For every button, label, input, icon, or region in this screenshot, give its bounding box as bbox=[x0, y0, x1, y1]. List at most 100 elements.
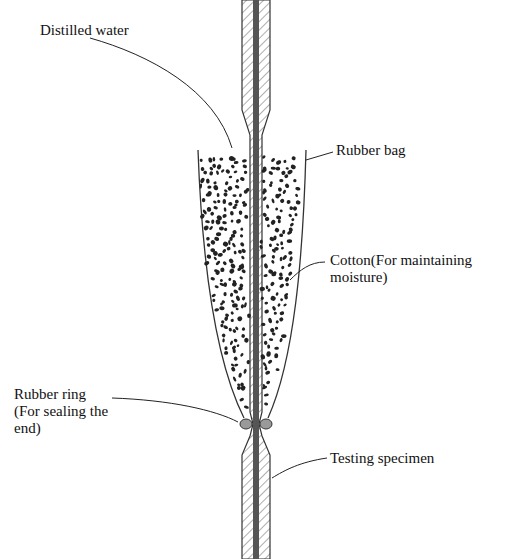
leader-line bbox=[112, 398, 238, 422]
cotton-fiber bbox=[222, 338, 225, 343]
cotton-fiber bbox=[241, 334, 246, 339]
cotton-fiber bbox=[199, 183, 202, 188]
cotton-fiber bbox=[279, 198, 285, 204]
cotton-fiber bbox=[280, 298, 284, 302]
cotton-fiber bbox=[233, 338, 238, 343]
cotton-fiber bbox=[285, 282, 290, 287]
cotton-fiber bbox=[205, 220, 210, 224]
cotton-fiber bbox=[260, 254, 266, 258]
part-label: Distilled water bbox=[40, 22, 170, 39]
cotton-fiber bbox=[219, 306, 225, 310]
cotton-fiber bbox=[281, 265, 285, 270]
cotton-fiber bbox=[292, 206, 298, 212]
cotton-fiber bbox=[202, 198, 206, 202]
cotton-fiber bbox=[239, 397, 244, 402]
cotton-fiber bbox=[241, 248, 247, 254]
cotton-fiber bbox=[244, 215, 249, 219]
cotton-fiber bbox=[206, 178, 210, 184]
cotton-fiber bbox=[260, 296, 265, 301]
cotton-fiber bbox=[240, 227, 244, 231]
cotton-fiber bbox=[237, 267, 242, 271]
cotton-fiber bbox=[247, 313, 251, 318]
cotton-fiber bbox=[236, 344, 240, 348]
cotton-fiber bbox=[227, 185, 234, 191]
cotton-fiber bbox=[283, 160, 286, 164]
cotton-fiber bbox=[239, 242, 245, 248]
cotton-fiber bbox=[217, 193, 220, 197]
cotton-fiber bbox=[228, 277, 232, 281]
cotton-fiber bbox=[239, 193, 243, 197]
cotton-fiber bbox=[265, 204, 269, 209]
cotton-fiber bbox=[222, 213, 228, 218]
leader-line bbox=[290, 262, 325, 280]
cotton-fiber bbox=[220, 169, 225, 174]
cotton-fiber bbox=[223, 207, 226, 212]
cotton-fiber bbox=[284, 174, 289, 179]
cotton-fiber bbox=[269, 327, 275, 333]
cotton-fiber bbox=[271, 272, 276, 277]
cotton-fiber bbox=[225, 169, 231, 175]
cotton-fiber bbox=[232, 376, 237, 382]
cotton-fiber bbox=[211, 293, 216, 298]
cotton-fiber bbox=[278, 219, 281, 223]
cotton-fiber bbox=[241, 296, 246, 301]
cotton-fill bbox=[199, 155, 301, 410]
cotton-fiber bbox=[284, 295, 288, 300]
cotton-fiber bbox=[286, 230, 292, 236]
cotton-fiber bbox=[262, 179, 266, 183]
cotton-fiber bbox=[291, 217, 295, 221]
cotton-fiber bbox=[287, 169, 294, 175]
cotton-fiber bbox=[279, 283, 285, 289]
cotton-fiber bbox=[232, 328, 237, 333]
cotton-fiber bbox=[222, 221, 227, 225]
cotton-fiber bbox=[275, 327, 279, 330]
cotton-fiber bbox=[217, 199, 221, 203]
cotton-fiber bbox=[290, 164, 297, 170]
cotton-fiber bbox=[228, 328, 232, 332]
cotton-fiber bbox=[259, 245, 264, 250]
cotton-fiber bbox=[239, 210, 243, 215]
cotton-fiber bbox=[264, 301, 268, 304]
cotton-fiber bbox=[235, 218, 241, 224]
cotton-fiber bbox=[199, 177, 205, 184]
cotton-fiber bbox=[223, 292, 226, 296]
cotton-fiber bbox=[223, 189, 228, 194]
cotton-fiber bbox=[232, 157, 236, 161]
cotton-fiber bbox=[210, 277, 215, 281]
cotton-fiber bbox=[238, 286, 243, 291]
specimen-body bbox=[242, 0, 270, 559]
cotton-fiber bbox=[240, 177, 245, 182]
cotton-fiber bbox=[271, 332, 276, 336]
cotton-fiber bbox=[217, 252, 223, 257]
cotton-fiber bbox=[282, 189, 287, 194]
cotton-fiber bbox=[262, 190, 265, 194]
cotton-fiber bbox=[233, 170, 237, 174]
rubber-ring bbox=[260, 419, 272, 429]
cotton-fiber bbox=[236, 308, 239, 311]
cotton-fiber bbox=[260, 239, 264, 244]
cotton-fiber bbox=[215, 219, 221, 225]
cotton-fiber bbox=[279, 338, 283, 343]
cotton-fiber bbox=[261, 169, 266, 174]
cotton-fiber bbox=[275, 368, 280, 372]
part-label: Rubber ring (For sealing the end) bbox=[14, 386, 110, 437]
cotton-fiber bbox=[230, 234, 235, 239]
cotton-fiber bbox=[224, 227, 228, 231]
cotton-fiber bbox=[241, 269, 246, 274]
cotton-fiber bbox=[267, 317, 272, 323]
cotton-fiber bbox=[274, 353, 278, 358]
cotton-fiber bbox=[226, 246, 231, 251]
cotton-fiber bbox=[212, 299, 216, 303]
cotton-fiber bbox=[265, 370, 271, 375]
cotton-fiber bbox=[222, 241, 229, 248]
cotton-fiber bbox=[216, 170, 220, 175]
cotton-fiber bbox=[209, 225, 214, 230]
cotton-fiber bbox=[233, 356, 238, 361]
cotton-fiber bbox=[277, 216, 281, 220]
cotton-fiber bbox=[274, 312, 277, 315]
cotton-fiber bbox=[295, 186, 301, 191]
cotton-fiber bbox=[203, 225, 210, 232]
cotton-fiber bbox=[279, 233, 283, 237]
cotton-fiber bbox=[206, 254, 212, 259]
